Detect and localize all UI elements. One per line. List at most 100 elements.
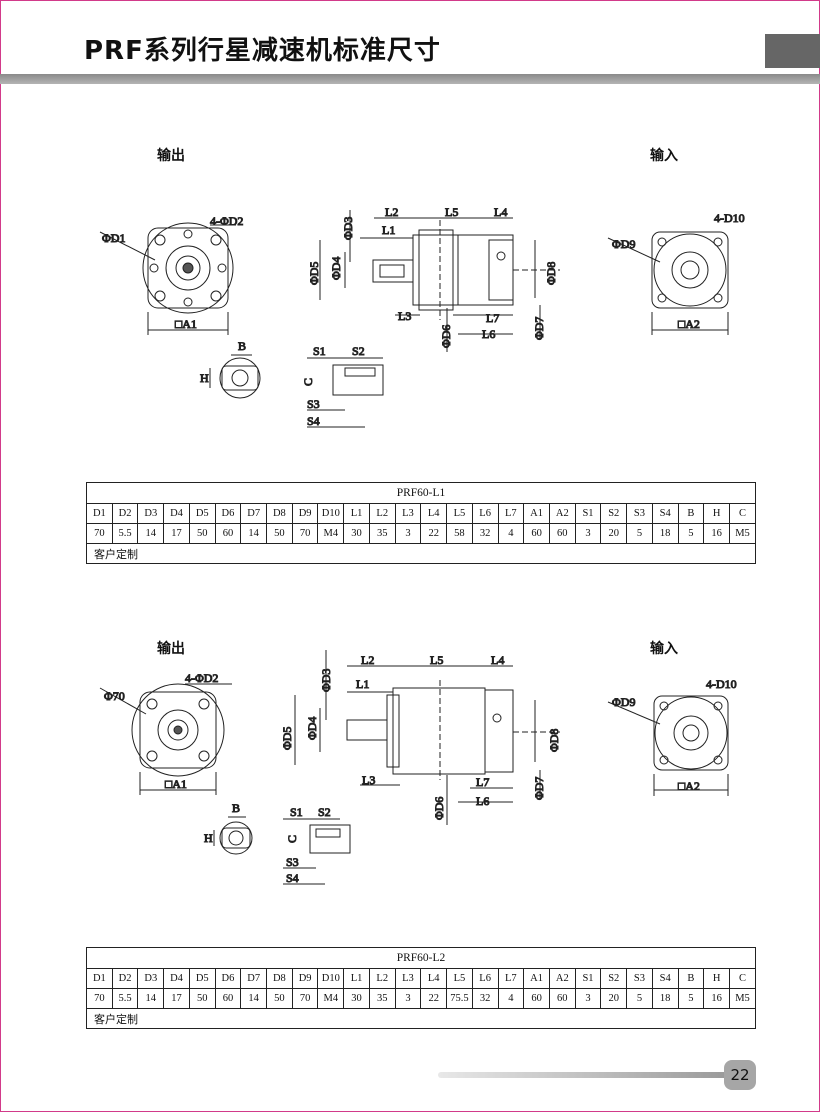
- l2-label: L2: [385, 205, 398, 219]
- h-label: H: [204, 831, 213, 845]
- l5-label: L5: [430, 653, 443, 667]
- value-cell: 14: [240, 988, 268, 1009]
- l5-label: L5: [445, 205, 458, 219]
- header-cell: D10: [317, 503, 345, 524]
- d8-label: ΦD8: [547, 729, 561, 752]
- value-cell: 3: [394, 523, 422, 544]
- a2-label: □A2: [678, 779, 700, 793]
- header-cell: B: [677, 968, 705, 989]
- value-cell: 22: [420, 988, 448, 1009]
- header-cell: S3: [626, 968, 653, 989]
- side-elevation-view: [319, 210, 560, 352]
- value-cell: 20: [600, 988, 628, 1009]
- header-cell: L1: [343, 503, 370, 524]
- header-cell: A1: [523, 503, 550, 524]
- output-flange-view: [99, 683, 232, 795]
- value-cell: M4: [317, 523, 345, 544]
- l7-label: L7: [476, 775, 489, 789]
- header-cell: D5: [188, 968, 216, 989]
- s1-label: S1: [313, 344, 326, 358]
- d5-label: ΦD5: [307, 262, 321, 285]
- input-flange-view: [607, 695, 729, 796]
- c-label: C: [285, 835, 299, 843]
- l6-label: L6: [476, 794, 489, 808]
- value-cell: 20: [600, 523, 628, 544]
- value-cell: 4: [497, 988, 525, 1009]
- l1-label: L1: [356, 677, 369, 691]
- s4-label: S4: [307, 414, 320, 428]
- value-cell: 5.5: [111, 523, 139, 544]
- output-label: 输出: [157, 641, 185, 657]
- b-label: B: [238, 339, 246, 353]
- dimension-drawing: Φ70 4-ΦD2 □A1 L2 L5 L4 L1 L3 L7 L6 ΦD3 Φ…: [99, 650, 737, 886]
- header-cell: A2: [548, 968, 576, 989]
- value-cell: 35: [368, 988, 396, 1009]
- d2-label: 4-ΦD2: [210, 214, 243, 228]
- spec-table: PRF60-L1 D1 D2 D3 D4 D5 D6 D7 D8 D9 D10 …: [86, 482, 757, 564]
- l4-label: L4: [491, 653, 504, 667]
- value-cell: 35: [368, 523, 396, 544]
- d10-label: 4-D10: [706, 677, 737, 691]
- header-cell: D4: [163, 968, 190, 989]
- header-cell: H: [703, 968, 730, 989]
- value-cell: 30: [343, 988, 370, 1009]
- header-cell: D7: [240, 968, 268, 989]
- header-cell: C: [728, 968, 757, 989]
- header-cell: L5: [446, 503, 473, 524]
- header-cell: D7: [240, 503, 268, 524]
- value-cell: 5: [677, 523, 705, 544]
- header-cell: A2: [548, 503, 576, 524]
- value-cell: 5: [626, 988, 653, 1009]
- value-cell: 70: [291, 988, 319, 1009]
- header-cell: L3: [394, 503, 422, 524]
- value-cell: 60: [523, 523, 550, 544]
- header-row: D1 D2 D3 D4 D5 D6 D7 D8 D9 D10 L1 L2 L3 …: [86, 503, 757, 524]
- value-cell: 32: [471, 988, 499, 1009]
- shaft-key-view: [213, 816, 253, 855]
- header-cell: S3: [626, 503, 653, 524]
- shaft-key-view: [209, 354, 261, 399]
- custom-note: 客户定制: [86, 1008, 756, 1029]
- input-flange-view: [607, 231, 729, 335]
- s1-label: S1: [290, 805, 303, 819]
- header-cell: D1: [86, 968, 113, 989]
- header-cell: L4: [420, 968, 448, 989]
- a1-label: □A1: [165, 777, 187, 791]
- value-cell: 60: [523, 988, 550, 1009]
- header-cell: B: [677, 503, 705, 524]
- value-cell: 50: [188, 523, 216, 544]
- d4-label: ΦD4: [305, 717, 319, 740]
- d10-label: 4-D10: [714, 211, 745, 225]
- value-cell: 3: [394, 988, 422, 1009]
- value-cell: M5: [728, 988, 757, 1009]
- footer-bar: [438, 1072, 728, 1078]
- page-number: 22: [724, 1060, 756, 1090]
- value-cell: 60: [548, 523, 576, 544]
- d6-label: ΦD6: [432, 797, 446, 820]
- l2-label: L2: [361, 653, 374, 667]
- a2-label: □A2: [678, 317, 700, 331]
- value-cell: 58: [446, 523, 473, 544]
- value-cell: 50: [188, 988, 216, 1009]
- value-cell: 60: [214, 988, 242, 1009]
- d4-label: ΦD4: [329, 257, 343, 280]
- value-cell: 22: [420, 523, 448, 544]
- header-rule: [0, 74, 820, 84]
- d3-label: ΦD3: [319, 669, 333, 692]
- input-label: 输入: [650, 641, 678, 657]
- l3-label: L3: [398, 309, 411, 323]
- d9-label: ΦD9: [612, 695, 635, 709]
- l3-label: L3: [362, 773, 375, 787]
- s2-label: S2: [352, 344, 365, 358]
- keyway-view: [307, 357, 384, 428]
- output-label: 输出: [157, 148, 185, 164]
- header-cell: L3: [394, 968, 422, 989]
- header-cell: L6: [471, 968, 499, 989]
- value-cell: 30: [343, 523, 370, 544]
- custom-note: 客户定制: [86, 543, 756, 564]
- d7-label: ΦD7: [532, 317, 546, 340]
- value-cell: 16: [703, 523, 730, 544]
- value-cell: 16: [703, 988, 730, 1009]
- d5-label: ΦD5: [280, 727, 294, 750]
- header-cell: S2: [600, 503, 628, 524]
